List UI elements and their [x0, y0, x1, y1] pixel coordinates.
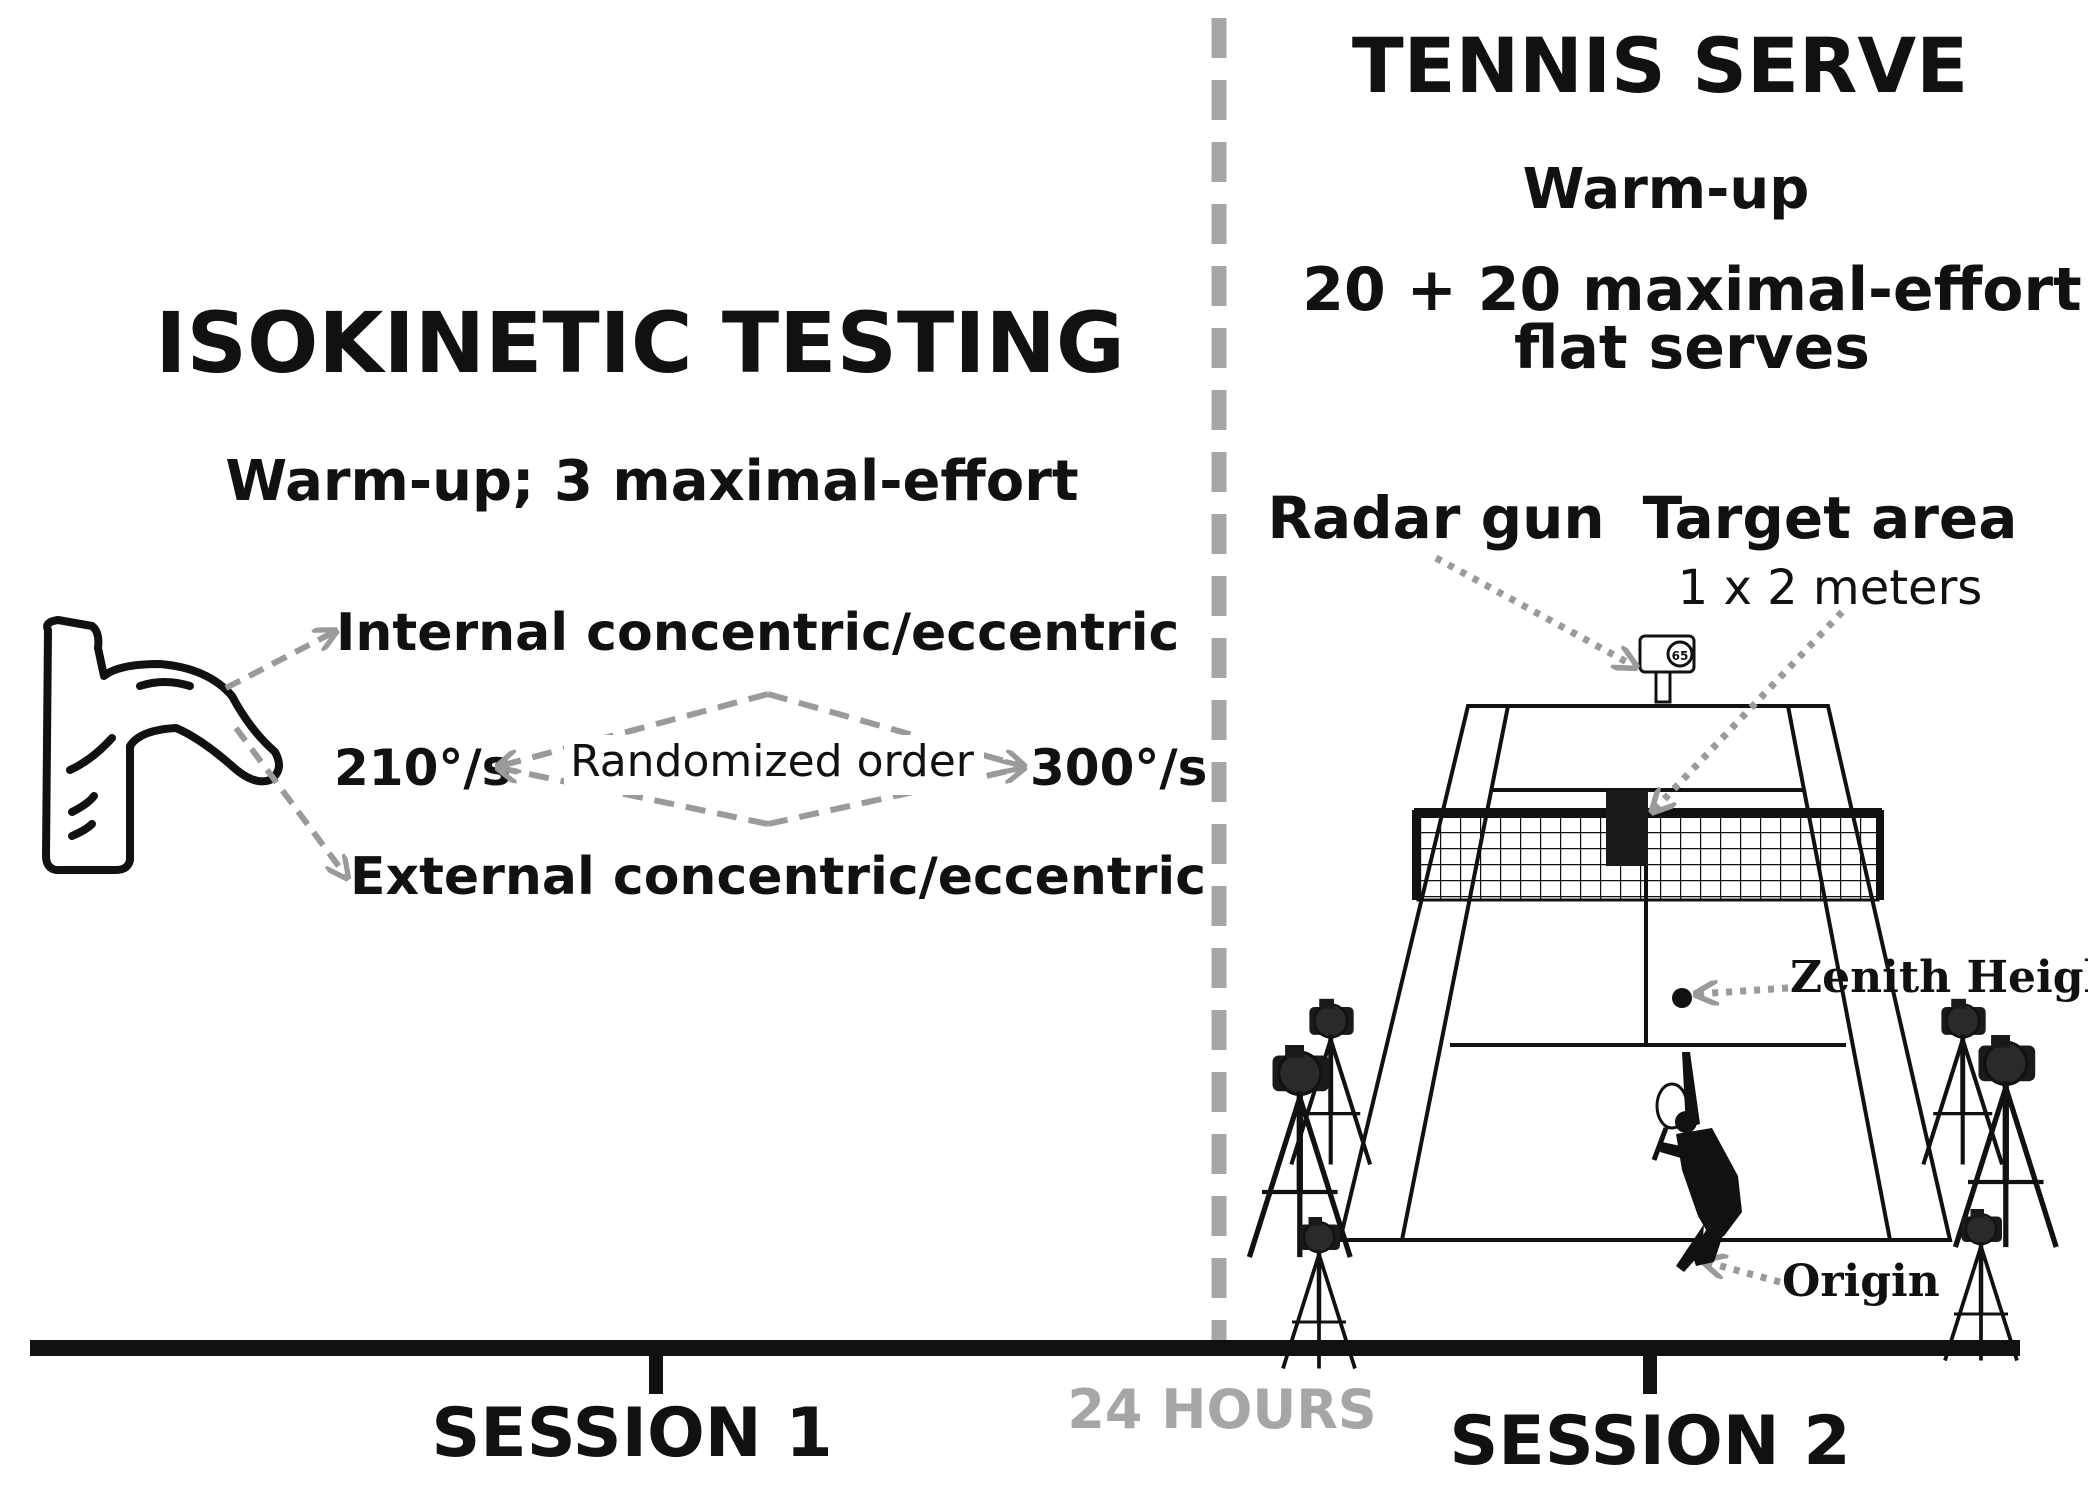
external-arrow — [233, 726, 346, 876]
tennis-serve-title: TENNIS SERVE — [1352, 21, 1968, 110]
origin-label: Origin — [1782, 1256, 1940, 1307]
target-area-label: Target area — [1643, 484, 2018, 552]
serve-warmup: Warm-up — [1523, 157, 1810, 222]
randomized-order-label: Randomized order — [570, 736, 975, 787]
radar-gun-label: Radar gun — [1267, 484, 1604, 552]
internal-arrow — [224, 632, 334, 691]
radar-gun-icon — [1638, 634, 1696, 704]
serves-line-1: 20 + 20 maximal-effort — [1302, 255, 2081, 325]
speed-300-label: 300°/s — [1030, 739, 1207, 797]
randomized-order-diamond — [500, 691, 1022, 827]
radar-gun-arrow — [1434, 554, 1634, 666]
time-gap-label: 24 HOURS — [1067, 1378, 1376, 1441]
origin-arrow — [1706, 1262, 1781, 1286]
tennis-player-icon — [1651, 1052, 1742, 1272]
internal-label: Internal concentric/eccentric — [336, 603, 1179, 663]
session-1-label: SESSION 1 — [431, 1394, 832, 1473]
target-area-arrow — [1654, 609, 1845, 810]
serves-line-2: flat serves — [1514, 313, 1870, 383]
target-size-label: 1 x 2 meters — [1678, 560, 1983, 616]
tennis-ball-icon — [1672, 988, 1692, 1008]
isokinetic-subtitle: Warm-up; 3 maximal-effort — [225, 449, 1078, 514]
zenith-height-label: Zenith Height — [1790, 952, 2088, 1003]
target-area-box — [1606, 790, 1648, 866]
shoulder-arm-icon — [42, 616, 283, 874]
session-2-label: SESSION 2 — [1449, 1402, 1850, 1481]
speed-210-label: 210°/s — [334, 739, 511, 797]
zenith-arrow — [1698, 988, 1789, 994]
external-label: External concentric/eccentric — [350, 847, 1206, 907]
isokinetic-title: ISOKINETIC TESTING — [155, 294, 1125, 392]
radar-display: 65 — [1672, 649, 1689, 663]
